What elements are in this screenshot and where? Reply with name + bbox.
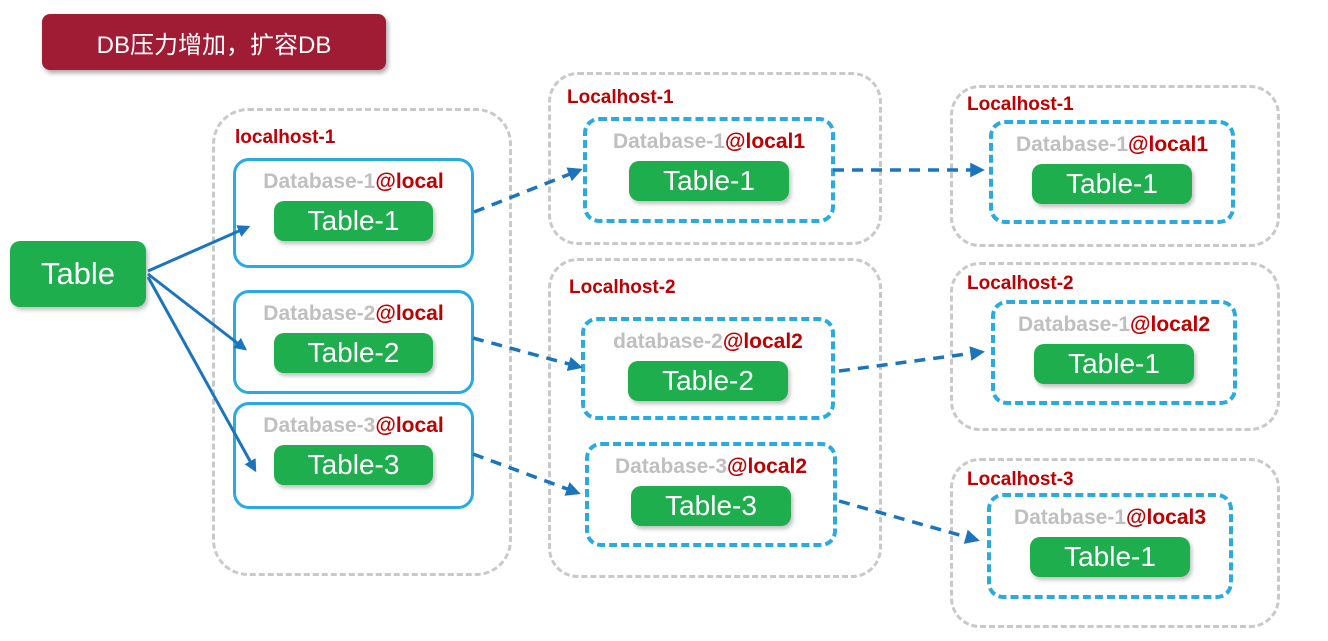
db-at: @local2 <box>727 455 808 478</box>
db-at: @local1 <box>725 130 806 153</box>
host-title: localhost-1 <box>235 127 336 148</box>
db-at: @local2 <box>722 330 803 353</box>
db-box-database-1-local3: Database-1@local3 Table-1 <box>987 493 1233 599</box>
db-name: Database-3 <box>614 455 728 478</box>
db-box-database-2-local2: database-2@local2 Table-2 <box>581 317 835 420</box>
db-label: Database-1@local <box>263 170 443 194</box>
db-label: Database-1@local2 <box>1018 313 1210 337</box>
db-at: @local <box>375 414 444 437</box>
db-label: Database-3@local2 <box>615 455 807 479</box>
host-title: Localhost-1 <box>967 94 1074 115</box>
host-title: Localhost-3 <box>967 469 1074 490</box>
table-node: Table-1 <box>629 161 789 201</box>
db-name: database-2 <box>613 330 723 353</box>
table-node: Table-1 <box>1032 164 1192 204</box>
db-box-database-3-local: Database-3@local Table-3 <box>233 402 474 509</box>
db-label: Database-2@local <box>263 302 443 326</box>
source-table-node: Table <box>10 241 146 307</box>
host-left-localhost-1: localhost-1 Database-1@local Table-1 Dat… <box>212 108 512 576</box>
db-name: Database-1 <box>1013 506 1127 529</box>
db-box-database-1-local2: Database-1@local2 Table-1 <box>991 300 1237 405</box>
db-name: Database-1 <box>263 170 376 193</box>
db-name: Database-1 <box>612 130 726 153</box>
host-right-localhost-2: Localhost-2 Database-1@local2 Table-1 <box>950 262 1280 431</box>
host-mid-localhost-2: Localhost-2 database-2@local2 Table-2 Da… <box>548 258 882 578</box>
host-title: Localhost-1 <box>567 87 674 108</box>
table-node: Table-3 <box>273 445 434 485</box>
host-title: Localhost-2 <box>967 273 1074 294</box>
table-node: Table-1 <box>1030 537 1190 577</box>
host-title: Localhost-2 <box>569 277 676 298</box>
db-label: database-2@local2 <box>613 330 803 354</box>
db-at: @local1 <box>1128 133 1209 156</box>
table-node: Table-1 <box>273 201 434 241</box>
db-at: @local <box>375 302 444 325</box>
db-at: @local2 <box>1130 313 1211 336</box>
db-box-database-1-local1: Database-1@local1 Table-1 <box>989 120 1235 224</box>
db-name: Database-1 <box>1017 313 1131 336</box>
table-node: Table-2 <box>628 361 788 401</box>
db-name: Database-1 <box>1015 133 1129 156</box>
db-name: Database-3 <box>263 414 376 437</box>
db-box-database-1-local1: Database-1@local1 Table-1 <box>583 117 835 223</box>
table-node: Table-1 <box>1034 344 1194 384</box>
db-box-database-3-local2: Database-3@local2 Table-3 <box>585 442 837 547</box>
host-right-localhost-1: Localhost-1 Database-1@local1 Table-1 <box>950 85 1280 247</box>
db-label: Database-1@local1 <box>1016 133 1208 157</box>
db-label: Database-1@local3 <box>1014 506 1206 530</box>
db-label: Database-3@local <box>263 414 443 438</box>
db-at: @local3 <box>1126 506 1207 529</box>
db-label: Database-1@local1 <box>613 130 805 154</box>
table-node: Table-3 <box>631 486 791 526</box>
db-box-database-2-local: Database-2@local Table-2 <box>233 290 474 394</box>
db-box-database-1-local: Database-1@local Table-1 <box>233 158 474 268</box>
banner-db-scale-title: DB压力增加，扩容DB <box>42 14 386 70</box>
db-name: Database-2 <box>263 302 376 325</box>
host-right-localhost-3: Localhost-3 Database-1@local3 Table-1 <box>950 458 1280 628</box>
db-at: @local <box>375 170 444 193</box>
table-node: Table-2 <box>273 333 434 373</box>
host-mid-localhost-1: Localhost-1 Database-1@local1 Table-1 <box>548 72 882 245</box>
